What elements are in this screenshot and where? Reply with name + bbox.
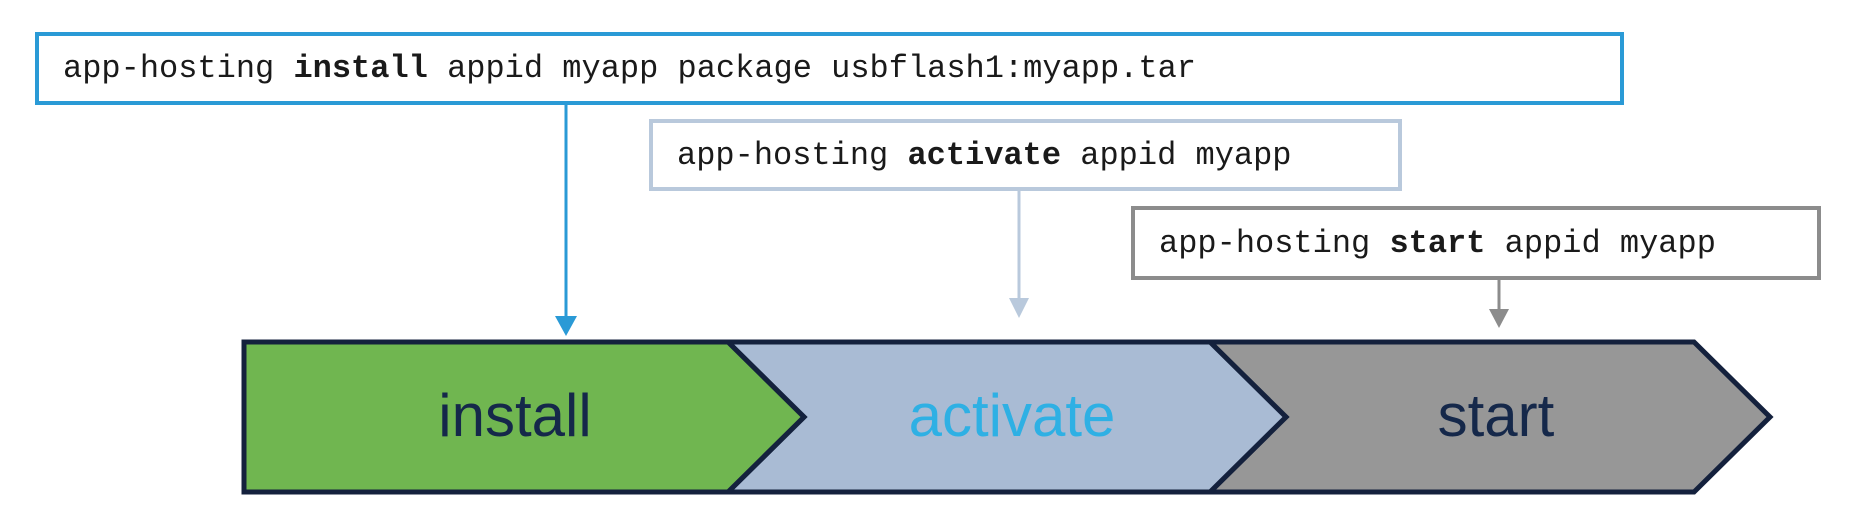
install-command-suffix: appid myapp package usbflash1:myapp.tar bbox=[447, 50, 1196, 87]
start-connector-arrow bbox=[1489, 279, 1509, 328]
stage-install-label: install bbox=[438, 382, 591, 449]
install-connector-arrow bbox=[555, 104, 577, 336]
activate-command-prefix: app-hosting bbox=[677, 136, 889, 174]
activate-command-suffix: appid myapp bbox=[1080, 136, 1292, 174]
start-command-keyword: start bbox=[1389, 224, 1486, 262]
start-command-box: app-hosting start appid myapp bbox=[1131, 206, 1821, 280]
start-command-suffix: appid myapp bbox=[1504, 224, 1716, 262]
install-command-box: app-hosting install appid myapp package … bbox=[35, 32, 1624, 105]
stage-install-shape bbox=[241, 339, 808, 495]
install-command-prefix: app-hosting bbox=[63, 50, 275, 87]
stage-start-label: start bbox=[1438, 382, 1555, 449]
start-command-prefix: app-hosting bbox=[1159, 224, 1371, 262]
activate-connector-arrow bbox=[1009, 190, 1029, 318]
install-command-keyword: install bbox=[293, 50, 428, 87]
activate-command-box: app-hosting activate appid myapp bbox=[649, 119, 1402, 191]
activate-command-keyword: activate bbox=[907, 136, 1062, 174]
stage-activate-label: activate bbox=[909, 382, 1116, 449]
